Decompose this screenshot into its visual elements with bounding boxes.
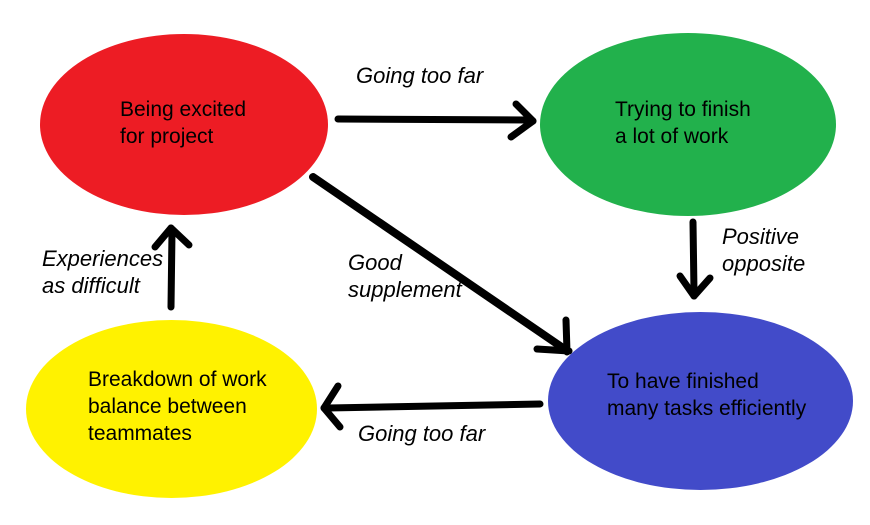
node-breakdown-of-work: Breakdown of work balance between teamma… <box>26 320 317 498</box>
arrow-trying-to-finished <box>676 218 714 300</box>
edge-label-line: opposite <box>722 251 806 276</box>
edge-label-line: Experiences <box>42 246 164 271</box>
node-breakdown-of-work-label: Breakdown of work balance between teamma… <box>88 366 267 447</box>
node-text-line: teammates <box>88 422 192 445</box>
node-text-line: Trying to finish <box>615 98 751 121</box>
node-trying-to-finish-label: Trying to finish a lot of work <box>615 96 751 150</box>
node-text-line: Breakdown of work <box>88 368 267 391</box>
edge-label-line: Good <box>348 250 402 275</box>
edge-label-good-supplement: Good supplement <box>348 249 462 303</box>
node-text-line: many tasks efficiently <box>607 397 807 420</box>
edge-label-line: as difficult <box>42 273 140 298</box>
edge-label-line: Positive <box>722 224 800 249</box>
node-text-line: for project <box>120 125 214 148</box>
node-text-line: To have finished <box>607 370 759 393</box>
arrow-excited-to-trying <box>334 100 537 141</box>
edge-label-positive-opposite: Positive opposite <box>722 223 805 277</box>
node-being-excited: Being excited for project <box>40 34 328 215</box>
node-being-excited-label: Being excited for project <box>120 96 246 150</box>
edge-label-experiences-as-difficult: Experiences as difficult <box>42 245 163 299</box>
edge-label-going-too-far-top: Going too far <box>356 63 484 88</box>
node-trying-to-finish: Trying to finish a lot of work <box>540 33 836 216</box>
edge-label-line: supplement <box>348 277 462 302</box>
node-text-line: balance between <box>88 395 247 418</box>
node-text-line: Being excited <box>120 98 247 121</box>
node-finished-many-tasks: To have finished many tasks efficiently <box>548 312 853 490</box>
node-text-line: a lot of work <box>615 125 729 148</box>
node-finished-many-tasks-label: To have finished many tasks efficiently <box>607 368 806 422</box>
edge-label-going-too-far-bottom: Going too far <box>358 421 486 446</box>
